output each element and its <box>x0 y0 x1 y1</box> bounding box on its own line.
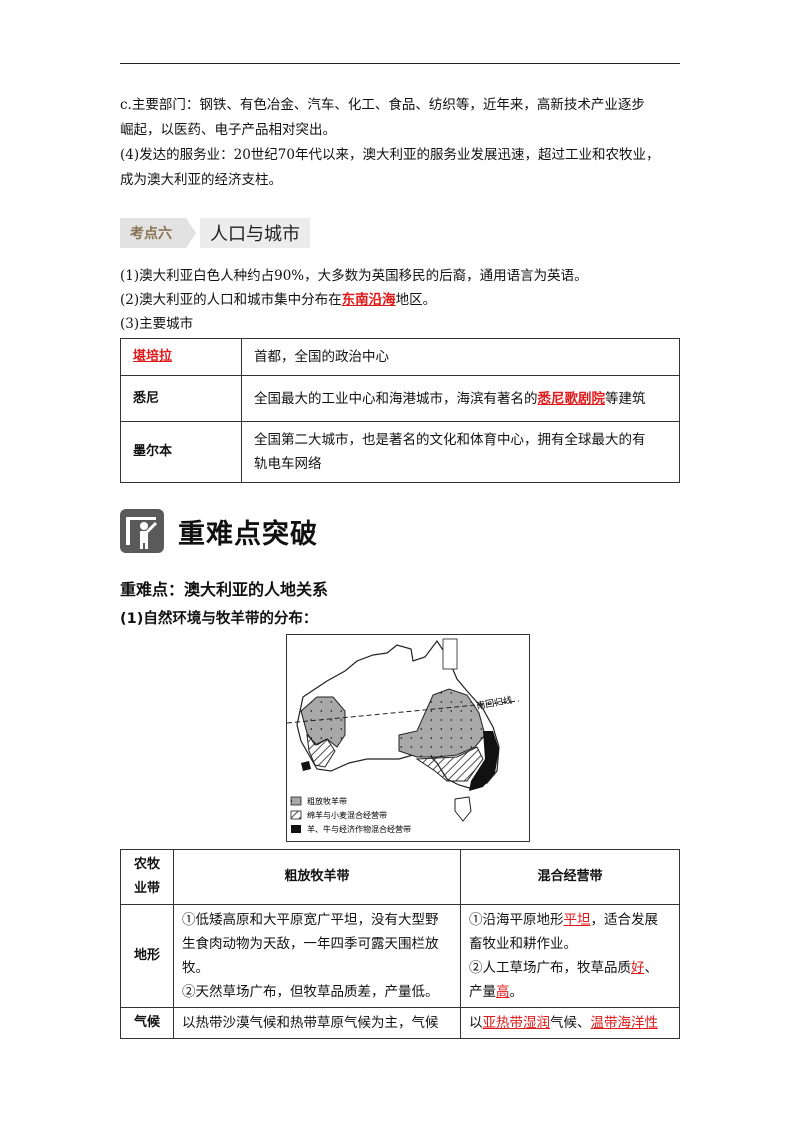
city-name: 悉尼 <box>120 375 242 422</box>
col-header-extensive: 粗放牧羊带 <box>173 849 461 905</box>
legend-extensive: 粗放牧羊带 <box>307 796 347 806</box>
table-row: 墨尔本 全国第二大城市，也是著名的文化和体育中心，拥有全球最大的有轨电车网络 <box>120 421 680 483</box>
city-desc-line: 轨电车网络 <box>254 456 322 472</box>
answer-text: 平坦 <box>563 912 591 928</box>
tropic-label: 南回归线 <box>475 694 513 712</box>
cell-line: 产量高。 <box>469 980 671 1004</box>
heading-2: (1)自然环境与牧羊带的分布： <box>120 611 318 627</box>
intro-line-4: 成为澳大利亚的经济支柱。 <box>120 172 282 188</box>
cell-line: ②人工草场广布，牧草品质好、 <box>469 956 671 980</box>
kaodian-title: 人口与城市 <box>200 218 310 248</box>
city-desc: 全国最大的工业中心和海港城市，海滨有著名的悉尼歌剧院等建筑 <box>241 375 680 422</box>
point-2-post: 地区。 <box>395 292 437 308</box>
city-desc: 全国第二大城市，也是著名的文化和体育中心，拥有全球最大的有轨电车网络 <box>241 421 680 483</box>
answer-text: 好 <box>631 960 645 976</box>
intro-line-1: c.主要部门：钢铁、有色冶金、汽车、化工、食品、纺织等，近年来，高新技术产业逐步 <box>120 97 645 113</box>
point-2-pre: (2)澳大利亚的人口和城市集中分布在 <box>120 292 342 308</box>
answer-text: 亚热带湿润 <box>482 1015 551 1031</box>
legend-mixed: 羊、牛与经济作物混合经营带 <box>307 824 411 834</box>
cell-line: ①沿海平原地形平坦，适合发展 <box>469 908 671 932</box>
city-desc-answer: 悉尼歌剧院 <box>537 390 606 407</box>
text: ①沿海平原地形 <box>469 912 564 928</box>
city-desc-post: 等建筑 <box>605 390 646 407</box>
section-title: 重难点突破 <box>178 518 318 550</box>
cell-line: ①低矮高原和大平原宽广平坦，没有大型野 <box>182 912 439 928</box>
intro-line-3: (4)发达的服务业：20世纪70年代以来，澳大利亚的服务业发展迅速，超过工业和农… <box>120 147 660 163</box>
climate-extensive: 以热带沙漠气候和热带草原气候为主，气候 <box>173 1007 461 1039</box>
australia-map: 南回归线 粗放牧羊带 绵羊与小麦混合经营带 羊、牛与经济作物混合经营带 <box>286 634 530 842</box>
text: 产量 <box>469 984 496 1000</box>
city-desc: 首都，全国的政治中心 <box>241 338 680 376</box>
terrain-mixed: ①沿海平原地形平坦，适合发展 畜牧业和耕作业。 ②人工草场广布，牧草品质好、 产… <box>460 904 680 1008</box>
point-2-answer: 东南沿海 <box>341 292 396 308</box>
point-2: (2)澳大利亚的人口和城市集中分布在东南沿海地区。 <box>120 288 690 313</box>
section-header: 重难点突破 <box>120 509 318 553</box>
table-row: 气候 以热带沙漠气候和热带草原气候为主，气候 以亚热带湿润气候、温带海洋性 <box>120 1007 680 1039</box>
city-name: 堪培拉 <box>120 338 242 376</box>
teacher-icon <box>120 509 164 553</box>
city-canberra: 堪培拉 <box>133 349 173 364</box>
climate-mixed: 以亚热带湿润气候、温带海洋性 <box>460 1007 680 1039</box>
table-row: 悉尼 全国最大的工业中心和海港城市，海滨有著名的悉尼歌剧院等建筑 <box>120 375 680 422</box>
row-label-climate: 气候 <box>120 1007 174 1039</box>
text: 以 <box>469 1015 483 1031</box>
table-row: 地形 ①低矮高原和大平原宽广平坦，没有大型野 生食肉动物为天敌，一年四季可露天围… <box>120 904 680 1008</box>
city-desc-pre: 全国最大的工业中心和海港城市，海滨有著名的 <box>254 390 538 407</box>
answer-text: 高 <box>496 984 510 1000</box>
city-name: 墨尔本 <box>120 421 242 483</box>
text: ，适合发展 <box>590 912 659 928</box>
cell-line: 牧。 <box>182 960 209 976</box>
heading-1: 重难点：澳大利亚的人地关系 <box>120 580 329 599</box>
text: 气候、 <box>550 1015 591 1031</box>
text: ②人工草场广布，牧草品质 <box>469 960 631 976</box>
kaodian-header: 考点六 人口与城市 <box>120 218 310 248</box>
col-header-mixed: 混合经营带 <box>460 849 680 905</box>
cell-line: 生食肉动物为天敌，一年四季可露天围栏放 <box>182 936 439 952</box>
point-3: (3)主要城市 <box>120 316 194 332</box>
point-1: (1)澳大利亚白色人种约占90%，大多数为英国移民的后裔，通用语言为英语。 <box>120 268 588 284</box>
header-rule <box>120 63 680 64</box>
cities-table: 堪培拉 首都，全国的政治中心 悉尼 全国最大的工业中心和海港城市，海滨有著名的悉… <box>120 338 680 483</box>
city-desc-line: 全国第二大城市，也是著名的文化和体育中心，拥有全球最大的有 <box>254 432 646 448</box>
belts-table: 农牧业带 粗放牧羊带 混合经营带 地形 ①低矮高原和大平原宽广平坦，没有大型野 … <box>120 849 680 1039</box>
text: 。 <box>509 984 524 1000</box>
kaodian-tag: 考点六 <box>120 218 196 248</box>
table-row: 农牧业带 粗放牧羊带 混合经营带 <box>120 849 680 905</box>
col-header-belt: 农牧业带 <box>120 849 174 905</box>
australia-map-figure: 南回归线 粗放牧羊带 绵羊与小麦混合经营带 羊、牛与经济作物混合经营带 <box>286 638 520 834</box>
answer-text: 温带海洋性 <box>590 1015 659 1031</box>
legend-wheat-sheep: 绵羊与小麦混合经营带 <box>307 810 387 820</box>
cell-line: 畜牧业和耕作业。 <box>469 936 577 952</box>
cell-line: ②天然草场广布，但牧草品质差，产量低。 <box>182 984 439 1000</box>
intro-line-2: 崛起，以医药、电子产品相对突出。 <box>120 122 336 138</box>
row-label-terrain: 地形 <box>120 904 174 1008</box>
terrain-extensive: ①低矮高原和大平原宽广平坦，没有大型野 生食肉动物为天敌，一年四季可露天围栏放 … <box>173 904 461 1008</box>
table-row: 堪培拉 首都，全国的政治中心 <box>120 338 680 376</box>
text: 、 <box>644 960 659 976</box>
